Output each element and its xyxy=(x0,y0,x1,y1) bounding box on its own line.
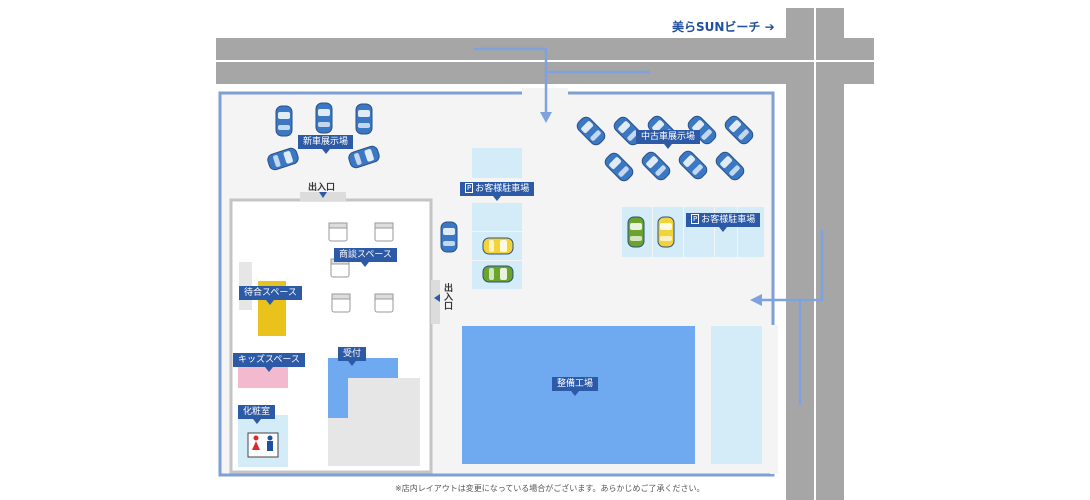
label-kids: キッズスペース xyxy=(233,353,305,372)
arrow-right-icon: ➔ xyxy=(764,20,775,34)
label-customer-parking-2-text: お客様駐車場 xyxy=(701,215,756,225)
label-waiting: 待合スペース xyxy=(239,286,302,305)
footer-note: ※店内レイアウトは変更になっている場合がございます。あらかじめご了承ください。 xyxy=(395,484,705,493)
label-restroom: 化粧室 xyxy=(238,405,276,424)
traffic-arrows xyxy=(474,47,824,405)
roads xyxy=(216,8,874,500)
parking-icon-2: P xyxy=(691,214,700,224)
wash-bay xyxy=(711,326,762,464)
beach-label: 美らSUNビーチ xyxy=(672,20,761,34)
label-reception: 受付 xyxy=(338,347,367,366)
restroom-sign-icon xyxy=(247,432,279,458)
label-entrance-side: 出入口 xyxy=(442,283,452,310)
label-customer-parking-text: お客様駐車場 xyxy=(475,184,530,194)
label-negotiation: 商談スペース xyxy=(334,248,397,267)
parking-icon: P xyxy=(465,183,474,193)
label-service-shop: 整備工場 xyxy=(552,377,599,396)
label-entrance-top: 出入口 xyxy=(308,183,336,193)
entrance-side-marker xyxy=(431,280,440,324)
beach-direction-link[interactable]: 美らSUNビーチ ➔ xyxy=(672,18,775,35)
label-used-car: 中古車展示場 xyxy=(636,130,701,149)
label-new-car: 新車展示場 xyxy=(298,135,354,154)
